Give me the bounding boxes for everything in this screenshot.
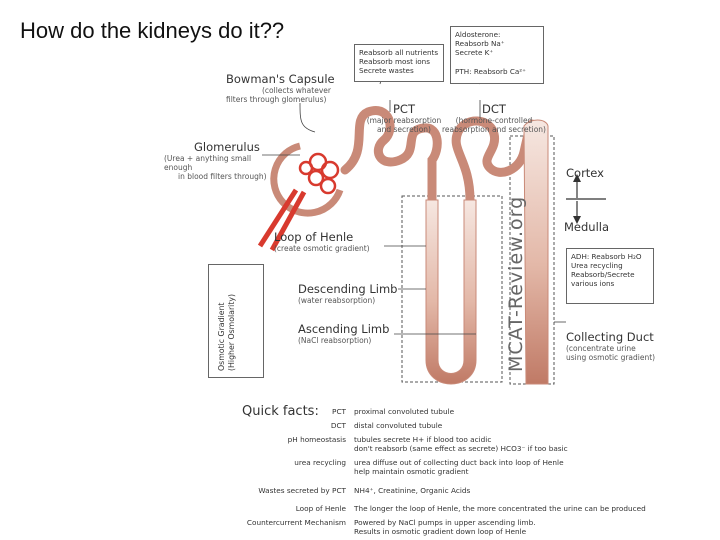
osmotic-gradient-text: Osmotic Gradient [217, 302, 226, 372]
collecting-duct-desc: (concentrate urine [566, 344, 636, 353]
pct-box-line: Reabsorb most ions [359, 57, 430, 66]
quick-fact-key: urea recycling [294, 458, 346, 467]
quick-fact-key: Countercurrent Mechanism [246, 518, 346, 527]
glomerulus-title: Glomerulus [194, 140, 260, 154]
pct-tubule [340, 106, 442, 265]
glomerulus-label: Glomerulus (Urea + anything small enough… [164, 140, 280, 181]
dct-desc: reabsorption and secretion) [442, 125, 546, 134]
aldosterone-line: Aldosterone: [455, 30, 501, 39]
bowmans-capsule-desc: (collects whatever [262, 86, 331, 95]
bowmans-capsule-label: Bowman's Capsule (collects whatever filt… [226, 72, 346, 104]
collecting-duct-label: Collecting Duct (concentrate urine using… [566, 330, 676, 362]
adh-line: Urea recycling [571, 261, 623, 270]
aldosterone-line: Reabsorb Na⁺ [455, 39, 505, 48]
glomerulus-desc: (Urea + anything small enough [164, 154, 252, 172]
descending-limb-title: Descending Limb [298, 282, 398, 296]
quick-fact-value: don't reabsorb (same effect as secrete) … [354, 444, 568, 453]
pct-title: PCT [393, 102, 415, 116]
quick-fact-value: proximal convoluted tubule [354, 407, 455, 416]
descending-limb-desc: (water reabsorption) [298, 296, 376, 305]
quick-fact-key: Wastes secreted by PCT [258, 486, 346, 495]
glomerulus-shape [257, 152, 340, 252]
pct-desc: (major reabsorption [366, 116, 442, 125]
slide-title: How do the kidneys do it?? [20, 18, 285, 43]
pct-desc: and secretion) [377, 125, 431, 134]
pct-label: PCT (major reabsorption and secretion) [364, 102, 444, 134]
loop-of-henle-title: Loop of Henle [274, 230, 354, 244]
loop-of-henle-label: Loop of Henle (create osmotic gradient) [274, 230, 384, 253]
aldosterone-box: Aldosterone: Reabsorb Na⁺ Secrete K⁺ PTH… [450, 26, 544, 84]
ascending-limb-title: Ascending Limb [298, 322, 390, 336]
quick-fact-value: NH4⁺, Creatinine, Organic Acids [354, 486, 471, 495]
quick-fact-key: pH homeostasis [287, 435, 346, 444]
adh-line: various ions [571, 279, 615, 288]
quick-fact-key: PCT [332, 407, 346, 416]
aldosterone-line: Secrete K⁺ [455, 48, 494, 57]
loop-of-henle-shape [425, 199, 477, 385]
watermark: MCAT-Review.org [505, 195, 527, 372]
pct-box-line: Secrete wastes [359, 66, 414, 75]
osmotic-gradient-box: Osmotic Gradient (Higher Osmolarity) [208, 264, 264, 378]
collecting-duct-shape [523, 119, 549, 385]
adh-line: ADH: Reabsorb H₂O [571, 252, 642, 261]
cortex-label: Cortex [566, 166, 604, 180]
quick-fact-key: DCT [330, 421, 346, 430]
quick-fact-value: help maintain osmotic gradient [354, 467, 469, 476]
collecting-duct-title: Collecting Duct [566, 330, 654, 344]
bowmans-capsule-shape [270, 142, 344, 217]
descending-limb-label: Descending Limb (water reabsorption) [298, 282, 402, 305]
ascending-limb-label: Ascending Limb (NaCl reabsorption) [298, 322, 398, 345]
quick-fact-value: urea diffuse out of collecting duct back… [354, 458, 564, 467]
bowmans-capsule-title: Bowman's Capsule [226, 72, 335, 86]
collecting-duct-desc: using osmotic gradient) [566, 353, 656, 362]
dct-desc: (hormone-controlled [455, 116, 533, 125]
ascending-limb-desc: (NaCl reabsorption) [298, 336, 372, 345]
medulla-label: Medulla [564, 220, 610, 234]
quick-fact-value: distal convoluted tubule [354, 421, 443, 430]
pct-functions-box: Reabsorb all nutrients Reabsorb most ion… [354, 44, 444, 82]
glomerulus-desc: in blood filters through) [178, 172, 267, 181]
quick-facts-title: Quick facts: [242, 404, 319, 419]
loop-of-henle-desc: (create osmotic gradient) [274, 244, 370, 253]
dct-label: DCT (hormone-controlled reabsorption and… [438, 102, 550, 134]
adh-line: Reabsorb/Secrete [571, 270, 635, 279]
dct-title: DCT [482, 102, 506, 116]
osmotic-gradient-text: (Higher Osmolarity) [227, 293, 236, 371]
pth-line: PTH: Reabsorb Ca²⁺ [455, 67, 526, 76]
quick-fact-key: Loop of Henle [295, 504, 346, 513]
pct-box-line: Reabsorb all nutrients [359, 48, 439, 57]
bowmans-capsule-desc: filters through glomerulus) [226, 95, 327, 104]
quick-fact-value: Results in osmotic gradient down loop of… [354, 527, 527, 536]
quick-fact-value: Powered by NaCl pumps in upper ascending… [354, 518, 536, 527]
adh-box: ADH: Reabsorb H₂O Urea recycling Reabsor… [566, 248, 654, 304]
quick-fact-value: tubules secrete H+ if blood too acidic [354, 435, 492, 444]
quick-fact-value: The longer the loop of Henle, the more c… [354, 504, 646, 513]
